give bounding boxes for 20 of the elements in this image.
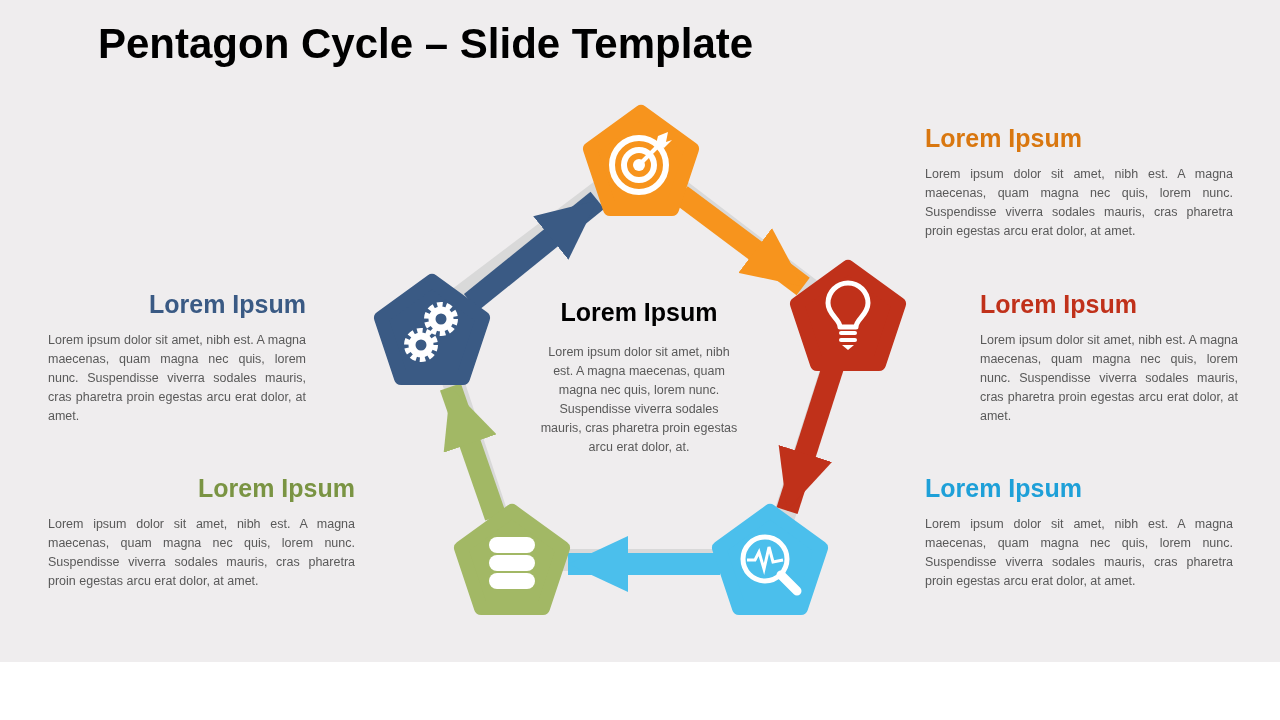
description-text: Lorem ipsum dolor sit amet, nibh est. A magna maecenas, quam magna nec quis, lorem nunc. Suspendisse viverra sodales mauris, cras pharetra proin egestas arcu erat dolor, at amet. — [48, 516, 355, 590]
arrow — [440, 383, 506, 521]
heading: Lorem Ipsum — [980, 290, 1138, 319]
pentagon-node — [452, 502, 572, 616]
description-text: Lorem ipsum dolor sit amet, nibh est. A magna maecenas, quam magna nec quis, lorem nunc. Suspendisse viverra sodales mauris, cras pharetra proin egestas arcu erat dolor, at amet. — [925, 166, 1233, 240]
description-text: Lorem ipsum dolor sit amet, nibh est. A magna maecenas, quam magna nec quis, lorem nunc. Suspendisse viverra sodales mauris, cras pharetra proin egestas arcu erat dolor, at amet. — [925, 516, 1233, 590]
heading: Lorem Ipsum — [559, 298, 719, 327]
pentagon-node — [581, 103, 701, 217]
heading: Lorem Ipsum — [925, 124, 1083, 153]
pentagon-node — [372, 272, 492, 386]
description-text: Lorem ipsum dolor sit amet, nibh est. A magna maecenas, quam magna nec quis, lorem nunc. Suspendisse viverra sodales mauris, cras pharetra proin egestas arcu erat dolor, at. — [539, 344, 739, 456]
pentagon-node — [710, 502, 830, 616]
pentagon-node — [788, 258, 908, 372]
heading: Lorem Ipsum — [197, 474, 355, 503]
arrow — [568, 536, 720, 592]
description-text: Lorem ipsum dolor sit amet, nibh est. A magna maecenas, quam magna nec quis, lorem nunc. Suspendisse viverra sodales mauris, cras pharetra proin egestas arcu erat dolor, at amet. — [48, 332, 306, 425]
heading: Lorem Ipsum — [148, 290, 306, 319]
slide-title: Pentagon Cycle – Slide Template — [98, 20, 754, 68]
heading: Lorem Ipsum — [925, 474, 1083, 503]
description-text: Lorem ipsum dolor sit amet, nibh est. A magna maecenas, quam magna nec quis, lorem nunc. Suspendisse viverra sodales mauris, cras pharetra proin egestas arcu erat dolor, at amet. — [980, 332, 1238, 425]
